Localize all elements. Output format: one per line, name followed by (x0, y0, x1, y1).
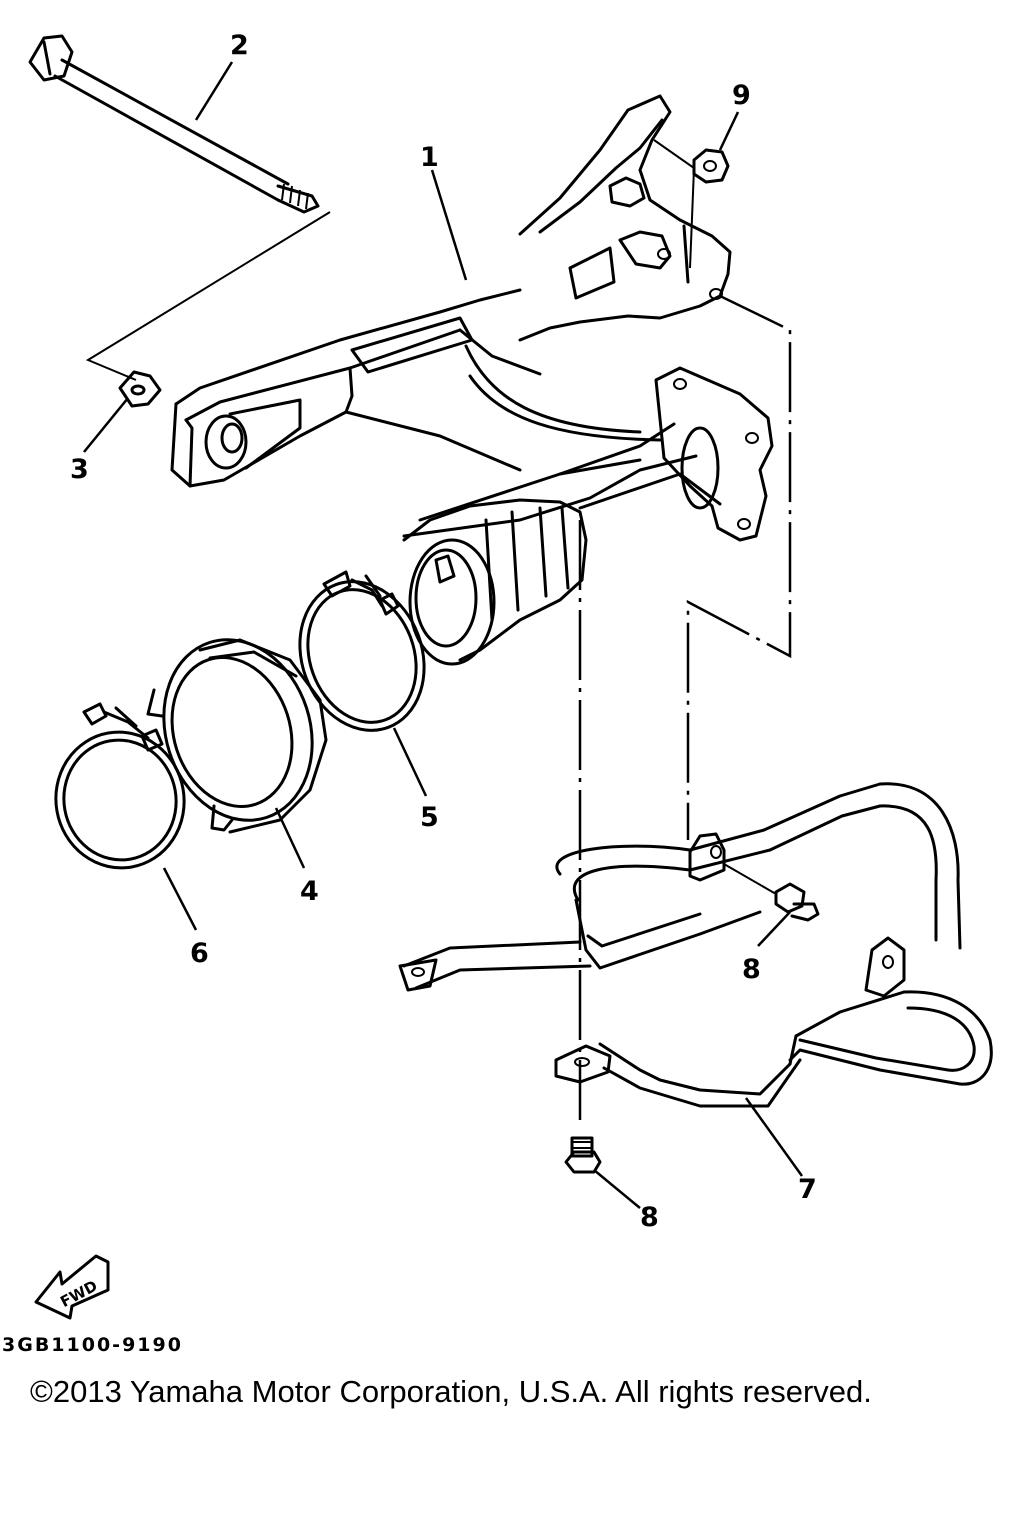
guide-line-upper-bolt (723, 863, 777, 895)
callout-6: 6 (190, 938, 209, 969)
leader-line-9 (718, 111, 740, 151)
swing-arm-part-1 (170, 94, 774, 666)
callout-3: 3 (70, 454, 89, 485)
guide-line-flange-right (686, 294, 792, 840)
callout-5: 5 (420, 802, 439, 833)
leader-line-2 (194, 61, 234, 121)
callout-1: 1 (420, 142, 439, 173)
part-code: 3GB1100-9190 (2, 1334, 183, 1356)
leader-line-6 (162, 867, 198, 931)
callout-2: 2 (230, 30, 249, 61)
clamp-band-part-6 (54, 702, 186, 870)
copyright-notice: ©2013 Yamaha Motor Corporation, U.S.A. A… (30, 1374, 872, 1409)
bolt-part-8-upper (774, 882, 820, 922)
callout-4: 4 (300, 876, 319, 907)
boot-part-4 (146, 638, 328, 834)
pivot-bolt-part-2 (28, 34, 320, 214)
guide-line-nut (653, 139, 696, 269)
leader-line-8-upper (757, 911, 791, 947)
guard-part-7 (398, 782, 993, 1108)
leader-line-7 (744, 1097, 804, 1177)
leader-line-3 (83, 397, 129, 453)
leader-line-1 (430, 169, 468, 281)
clamp-band-part-5 (298, 570, 426, 732)
washer-part-3 (118, 370, 162, 408)
callout-9: 9 (732, 80, 751, 111)
callout-8-upper: 8 (742, 954, 761, 985)
leader-line-5 (392, 727, 428, 797)
leader-line-8-lower (593, 1169, 641, 1209)
forward-arrow-icon: FWD (34, 1254, 110, 1320)
leader-line-4 (274, 807, 306, 869)
bolt-part-8-lower (564, 1136, 602, 1174)
callout-7: 7 (798, 1174, 817, 1205)
nut-part-9 (692, 148, 730, 184)
callout-8-lower: 8 (640, 1202, 659, 1233)
guide-line-bolt (85, 211, 331, 381)
